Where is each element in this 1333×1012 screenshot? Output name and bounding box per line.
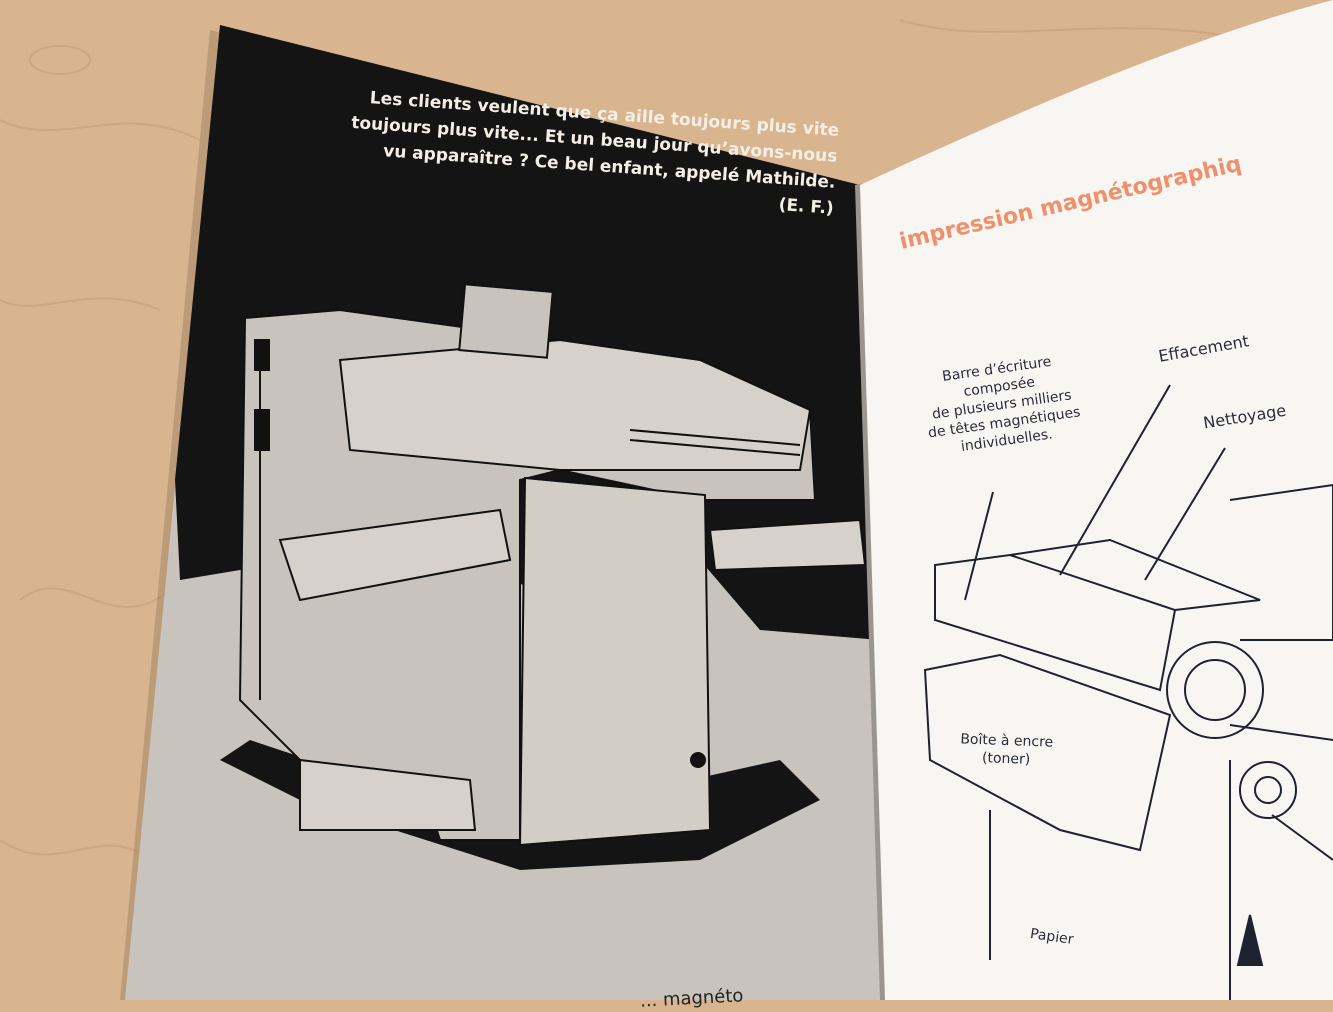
- magnetographic-diagram: [923, 384, 1333, 1000]
- label-boite-line-2: (toner): [981, 750, 1031, 768]
- left-page-bottom-fragment: ... magnéto: [639, 985, 744, 1012]
- label-boite-encre: Boîte à encre (toner): [959, 730, 1053, 769]
- label-boite-line-1: Boîte à encre: [960, 731, 1054, 751]
- right-page: [860, 0, 1333, 1000]
- wood-grain: [0, 19, 1251, 861]
- printer-machine-illustration: [238, 283, 867, 847]
